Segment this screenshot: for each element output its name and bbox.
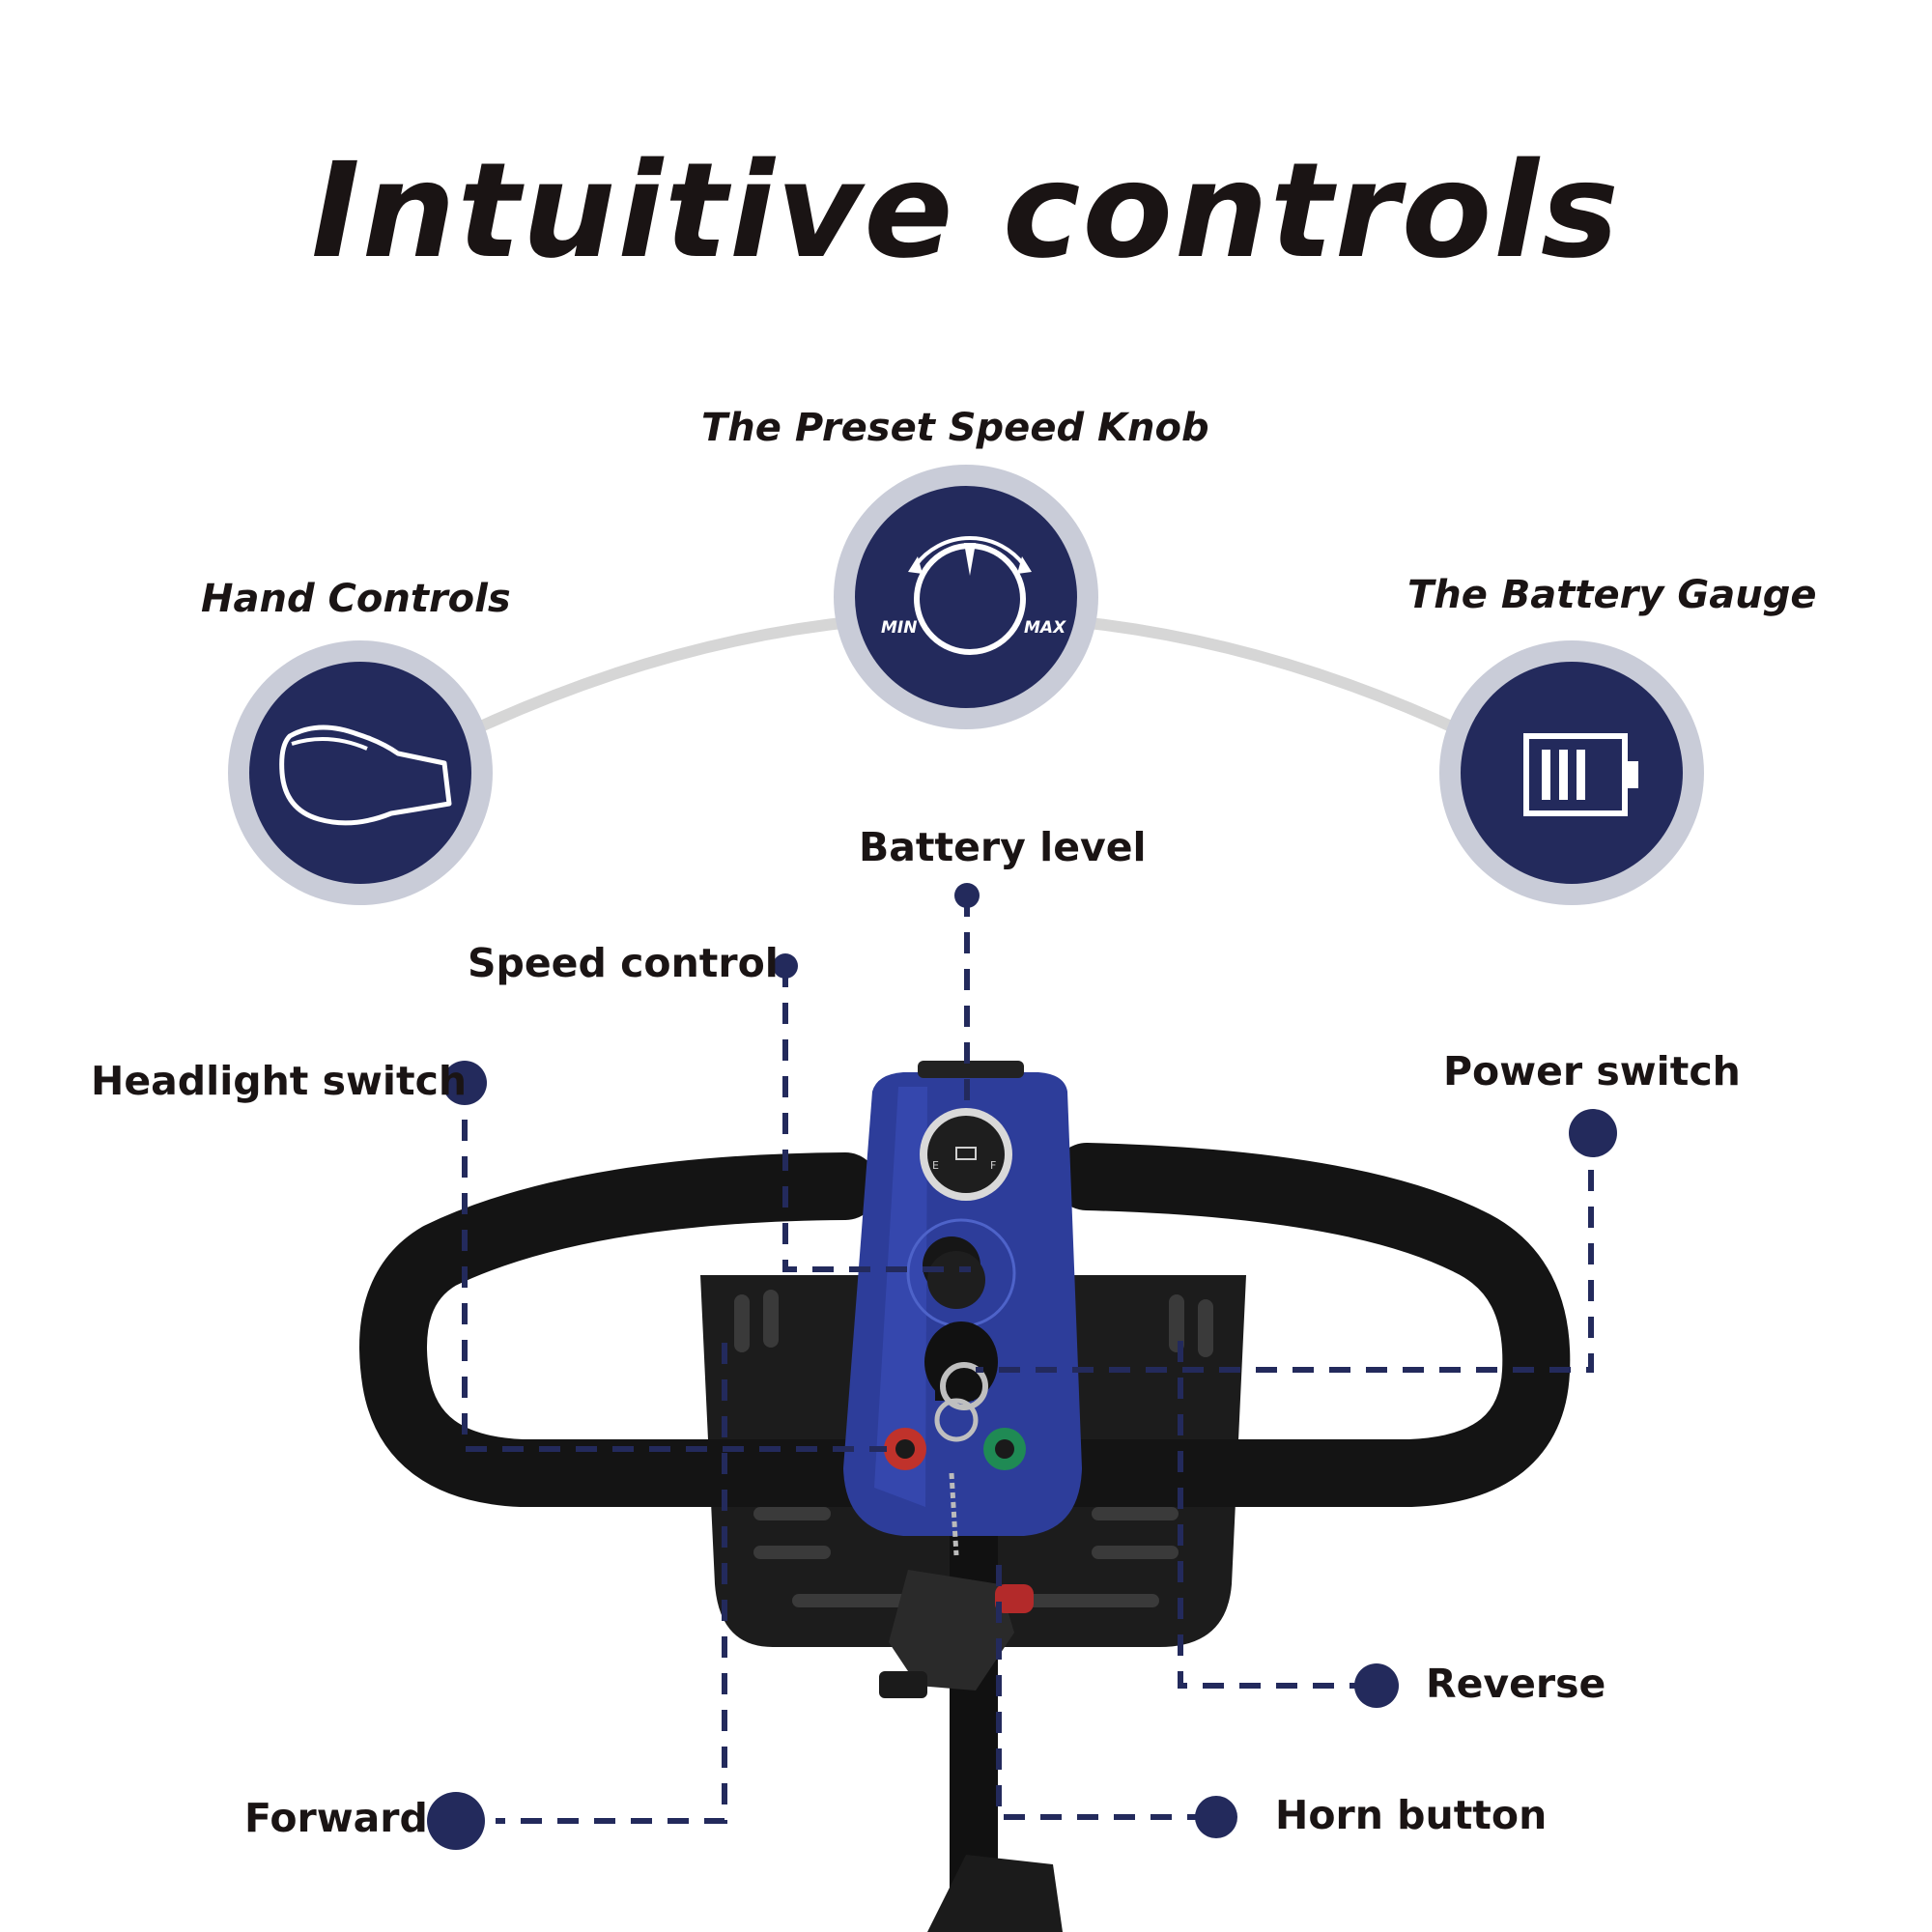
label-headlight-switch: Headlight switch [91,1058,468,1104]
callout-line-headlight-switch [462,1083,887,1452]
callout-line-power-switch [976,1133,1594,1373]
gauge-f-label: F [990,1159,996,1172]
battery-icon [1439,640,1704,905]
callout-dot-forward [427,1792,485,1850]
callout-dot-battery-level [954,883,980,908]
callout-dot-headlight-switch [442,1061,487,1105]
knob-max-label: MAX [1024,618,1066,638]
label-power-switch: Power switch [1443,1048,1741,1094]
label-horn-button: Horn button [1275,1792,1548,1838]
callout-dot-power-switch [1569,1109,1617,1157]
label-forward: Forward [244,1795,428,1841]
label-speed-control: Speed control [468,940,779,986]
feature-title-hand-controls: Hand Controls [201,577,511,621]
callout-dots [427,883,1617,1850]
gauge-e-label: E [932,1159,939,1172]
hand-grip-icon [228,640,493,905]
callout-line-speed-control [782,966,971,1272]
feature-title-speed-knob: The Preset Speed Knob [701,406,1209,450]
knob-min-label: MIN [881,618,917,638]
callout-line-reverse [1178,1341,1357,1689]
callout-lines [462,895,1594,1824]
label-battery-level: Battery level [859,824,1147,870]
callout-dot-horn-button [1195,1796,1237,1838]
page-title: Intuitive controls [311,135,1621,288]
feature-title-battery-gauge: The Battery Gauge [1407,573,1817,617]
callout-line-horn-button [996,1565,1196,1820]
callout-dot-speed-control [773,953,798,979]
callout-dot-reverse [1354,1663,1399,1708]
label-reverse: Reverse [1426,1661,1606,1707]
speed-knob-icon: MIN MAX [834,465,1098,729]
callout-line-forward [496,1343,727,1824]
